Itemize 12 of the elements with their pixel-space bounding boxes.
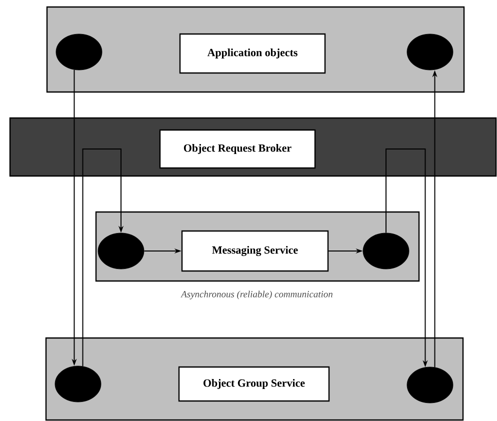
arrow bbox=[82, 148, 124, 367]
ellipse-node bbox=[56, 34, 102, 70]
label-box: Messaging Service bbox=[181, 230, 329, 272]
ellipse-node bbox=[54, 366, 102, 402]
ellipse-node bbox=[98, 232, 144, 270]
label-box: Application objects bbox=[179, 33, 326, 74]
label-box: Object Group Service bbox=[178, 366, 330, 402]
label-box: Object Request Broker bbox=[159, 129, 316, 169]
ellipse-node bbox=[406, 366, 454, 404]
ellipse-node bbox=[406, 34, 454, 70]
caption-text: Asynchronous (reliable) communication bbox=[180, 290, 332, 300]
ellipse-node bbox=[362, 232, 410, 270]
